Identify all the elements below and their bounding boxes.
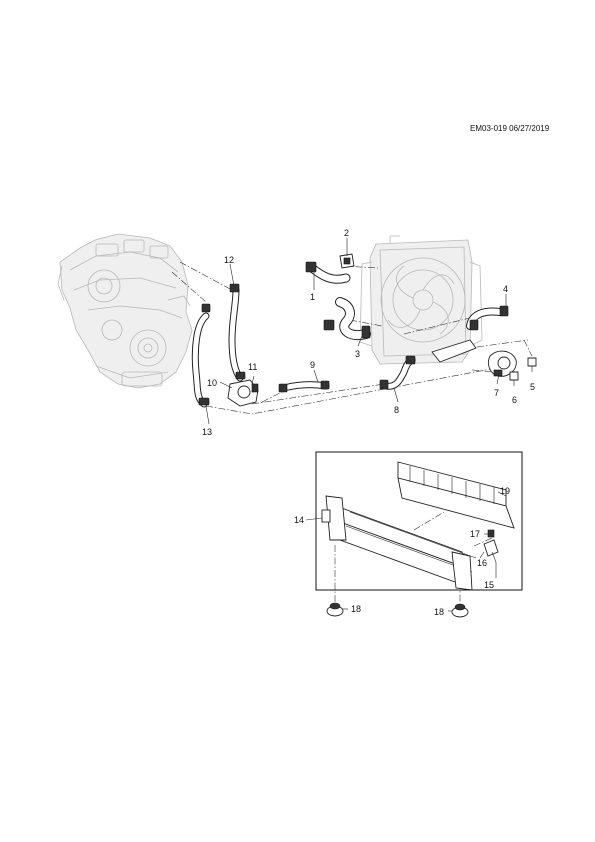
callout-7: 7 [494, 388, 499, 398]
hose-clamps [198, 261, 509, 406]
callout-1: 1 [310, 292, 315, 302]
callout-14: 14 [294, 515, 304, 525]
callout-18-right: 18 [434, 607, 444, 617]
document-code: EM03-019 06/27/2019 [470, 124, 550, 133]
callout-12: 12 [224, 255, 234, 265]
inset-frame [315, 451, 523, 591]
radiator-fan-ghost [359, 235, 483, 365]
callout-3: 3 [355, 349, 360, 359]
small-parts [227, 253, 537, 407]
callout-8: 8 [394, 405, 399, 415]
callout-11: 11 [248, 362, 257, 372]
callout-15: 15 [484, 580, 494, 590]
callout-leaders [205, 238, 507, 612]
callout-19: 19 [500, 486, 510, 496]
callout-labels: 1 2 3 4 5 6 7 8 9 10 11 12 13 14 15 16 1… [202, 228, 535, 617]
callout-4: 4 [503, 284, 508, 294]
callout-13: 13 [202, 427, 212, 437]
callout-10: 10 [207, 378, 217, 388]
callout-9: 9 [310, 360, 315, 370]
radiator-assembly [321, 461, 515, 618]
callout-5: 5 [530, 382, 535, 392]
callout-18-left: 18 [351, 604, 361, 614]
callout-6: 6 [512, 395, 517, 405]
callout-17: 17 [470, 529, 480, 539]
engine-ghost [57, 233, 193, 389]
callout-2: 2 [344, 228, 349, 238]
callout-16: 16 [477, 558, 487, 568]
